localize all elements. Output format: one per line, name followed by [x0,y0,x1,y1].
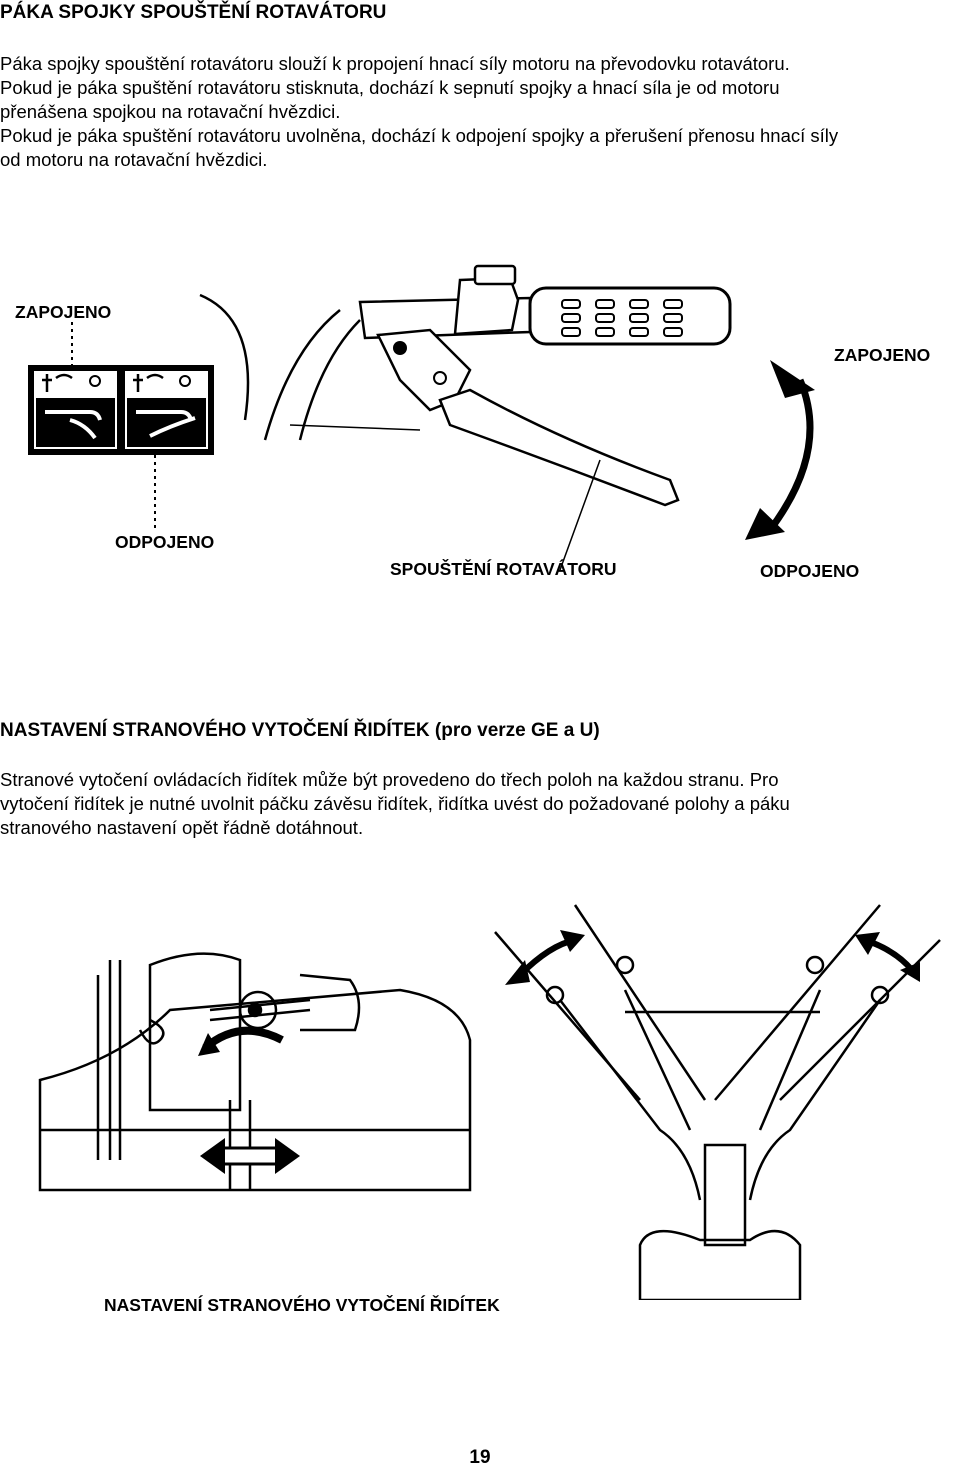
handlebar-paragraph: Stranové vytočení ovládacích řidítek můž… [0,768,960,840]
handlebar-positions [494,904,941,1300]
label-disengaged-left: ODPOJENO [115,532,215,552]
section-heading-handlebar: NASTAVENÍ STRANOVÉHO VYTOČENÍ ŘIDÍTEK (p… [0,720,600,741]
label-disengaged-right: ODPOJENO [760,561,860,581]
figure-caption-clutch: SPOUŠTĚNÍ ROTAVÁTORU [390,559,617,579]
clutch-lever-illustration [28,264,815,571]
paragraph-line: Pokud je páka spuštění rotavátoru stiskn… [0,77,780,98]
figure-caption-handlebar: NASTAVENÍ STRANOVÉHO VYTOČENÍ ŘIDÍTEK [104,1295,500,1315]
label-engaged-left: ZAPOJENO [15,302,112,322]
label-engaged-right: ZAPOJENO [834,345,931,365]
page-number: 19 [469,1447,491,1468]
paragraph-line: Pokud je páka spuštění rotavátoru uvolně… [0,125,839,146]
paragraph-line: přenášena spojkou na rotavační hvězdici. [0,101,341,122]
paragraph-line: vytočení řidítek je nutné uvolnit páčku … [0,793,790,814]
instruction-decal [28,365,214,455]
handlebar-adjustment-illustration [38,904,941,1300]
paragraph-line: stranového nastavení opět řádně dotáhnou… [0,817,364,838]
paragraph-line: od motoru na rotavační hvězdici. [0,149,268,170]
clutch-lever-paragraph: Páka spojky spouštění rotavátoru slouží … [0,52,960,172]
swivel-clamp-detail [38,952,472,1192]
section-heading-clutch-lever: PÁKA SPOJKY SPOUŠTĚNÍ ROTAVÁTORU [0,2,387,23]
paragraph-line: Páka spojky spouštění rotavátoru slouží … [0,53,790,74]
paragraph-line: Stranové vytočení ovládacích řidítek můž… [0,769,779,790]
